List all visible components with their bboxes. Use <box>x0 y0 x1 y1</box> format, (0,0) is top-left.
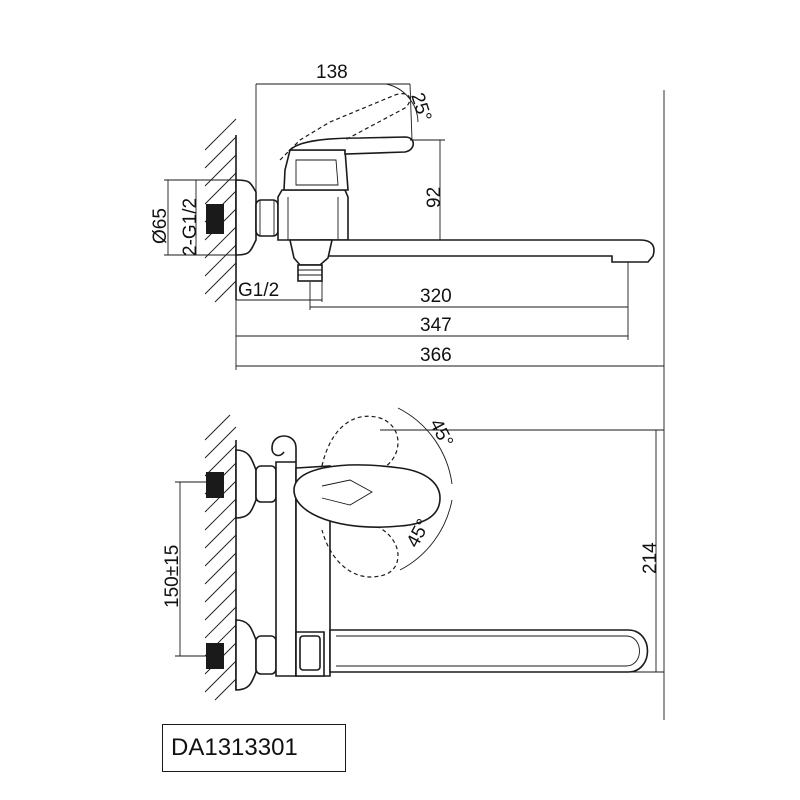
outlet-thread-top <box>297 264 323 282</box>
dim-347: 347 <box>420 315 452 336</box>
front-view <box>175 407 664 701</box>
mixer-body-top <box>277 189 349 241</box>
arc-45-down <box>399 499 453 571</box>
model-code: DA1313301 <box>171 734 298 761</box>
dim-height-92: 92 <box>424 187 445 208</box>
dim-inlet-thread: 2-G1/2 <box>180 198 201 256</box>
inlet-nut-upper <box>206 472 224 498</box>
inlet-nut-lower <box>206 643 224 669</box>
inlet-nut-top <box>206 204 224 234</box>
lever-dashed-down <box>321 513 399 578</box>
outlet-top <box>289 239 333 266</box>
dim-outlet-thread: G1/2 <box>238 280 279 301</box>
dim-lever-length: 138 <box>316 62 348 83</box>
dim-centers: 150±15 <box>162 545 183 608</box>
spout-top <box>319 239 655 263</box>
dim-lever-angle: 25° <box>406 90 435 124</box>
eccentric-connector-top <box>255 199 279 237</box>
dim-320: 320 <box>420 286 452 307</box>
top-view <box>164 83 665 720</box>
dim-swivel-up: 45° <box>425 416 457 451</box>
flange-lower <box>235 619 257 691</box>
flange-upper <box>235 449 257 519</box>
lever-detail <box>321 479 373 506</box>
dim-height-214: 214 <box>640 542 661 574</box>
arc-45-up <box>397 407 453 485</box>
dims-top <box>164 83 664 370</box>
connector-lower <box>255 635 277 675</box>
dim-366: 366 <box>420 345 452 366</box>
dim-flange-dia: Ø65 <box>150 208 171 244</box>
dims-front <box>175 430 664 673</box>
body-column <box>275 461 297 677</box>
hook <box>271 435 297 462</box>
connector-upper <box>255 465 277 503</box>
lever-top <box>288 136 415 155</box>
lever-front <box>293 464 441 528</box>
lever-raised-dashed <box>279 93 411 161</box>
cartridge-cap-top <box>283 149 349 191</box>
model-code-box: DA1313301 <box>162 724 346 772</box>
flange-top <box>235 179 257 256</box>
